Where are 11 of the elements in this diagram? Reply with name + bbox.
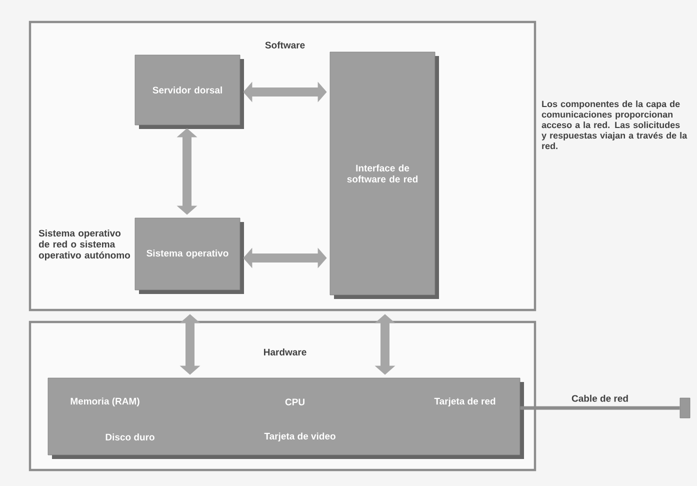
note: Los componentes de la capa de comunicaciones proporcionan acceso a la red. Las solicitudes y respuestas viajan a través de la red. [542, 100, 688, 150]
component-box: Sistema operativo [134, 218, 244, 294]
component-box: Servidor dorsal [134, 54, 244, 129]
hardware-bar: Memoria (RAM) CPU Tarjeta de red Disco duro Tarjeta de video [48, 378, 524, 459]
component-box: Interface de software de red [330, 52, 439, 299]
side-label: Sistema operativo de red o sistema operativo autónomo [38, 230, 130, 260]
edge-label: Cable de red [572, 394, 628, 402]
cable-end [680, 398, 690, 418]
panel-title: Hardware [264, 348, 306, 356]
panel-title: Software [265, 42, 305, 48]
cable [520, 406, 680, 410]
